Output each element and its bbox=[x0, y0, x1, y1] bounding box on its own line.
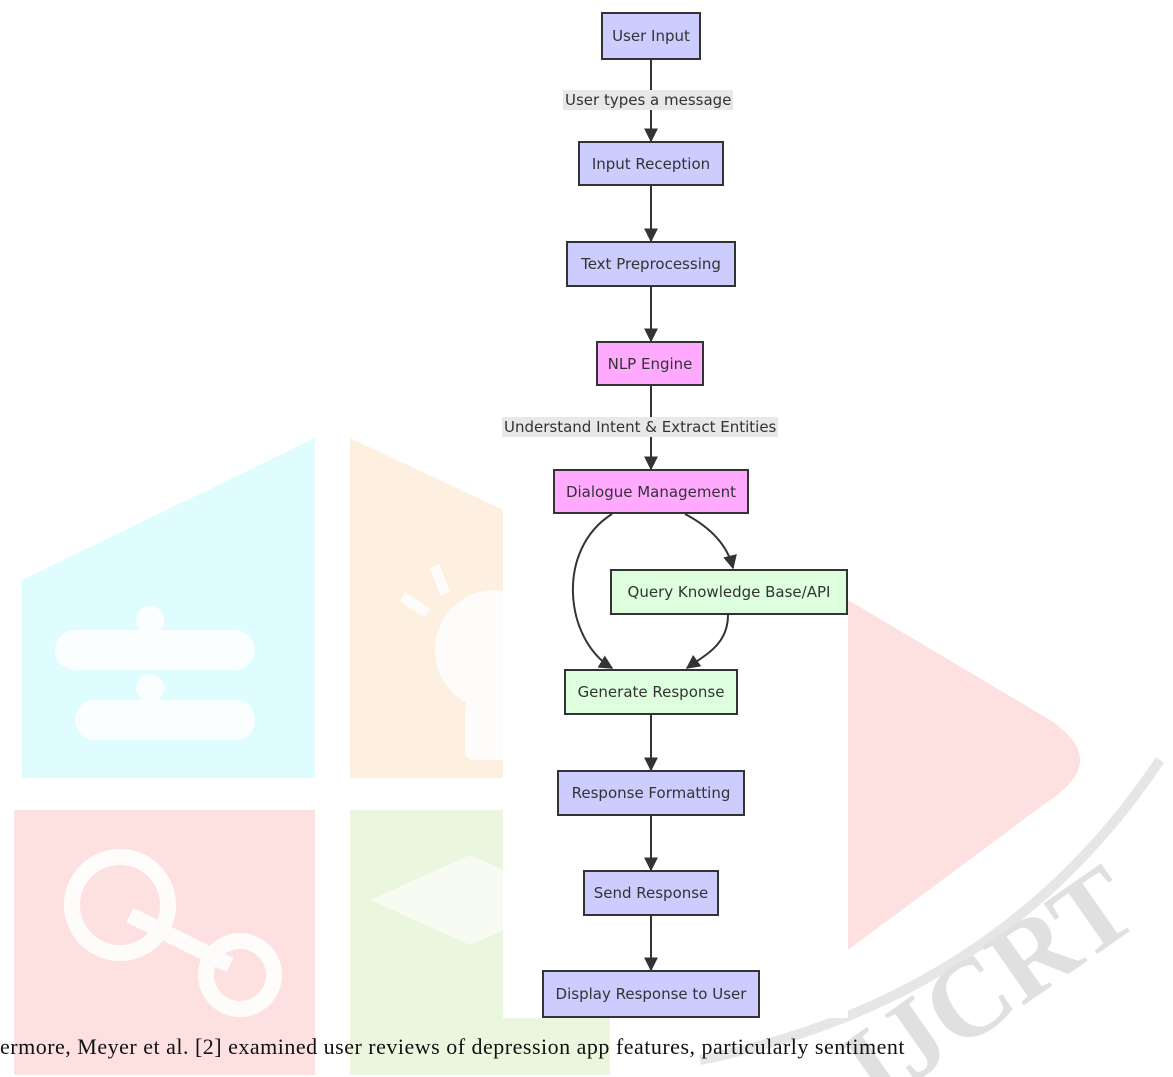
node-query-knowledge-base: Query Knowledge Base/API bbox=[610, 569, 848, 615]
node-text-preprocessing: Text Preprocessing bbox=[566, 241, 736, 287]
node-dialogue-management: Dialogue Management bbox=[553, 469, 749, 514]
node-send-response: Send Response bbox=[583, 870, 719, 916]
node-input-reception: Input Reception bbox=[578, 141, 724, 186]
edge-label-understand-intent: Understand Intent & Extract Entities bbox=[502, 417, 779, 437]
gray-swoosh bbox=[699, 757, 1165, 1065]
node-generate-response: Generate Response bbox=[564, 669, 738, 715]
edge-label-user-types: User types a message bbox=[563, 90, 734, 110]
cyan-cloud-block bbox=[22, 438, 315, 778]
edge-dialogue-to-query bbox=[684, 513, 737, 570]
node-response-formatting: Response Formatting bbox=[557, 770, 745, 816]
node-display-response: Display Response to User bbox=[542, 970, 760, 1018]
paper-body-text: ermore, Meyer et al. [2] examined user r… bbox=[0, 1034, 905, 1059]
edge-query-to-generate bbox=[685, 614, 729, 669]
node-user-input: User Input bbox=[601, 12, 701, 60]
node-nlp-engine: NLP Engine bbox=[596, 341, 704, 386]
red-play-triangle bbox=[848, 600, 1080, 950]
edge-dialogue-to-generate bbox=[571, 513, 614, 669]
